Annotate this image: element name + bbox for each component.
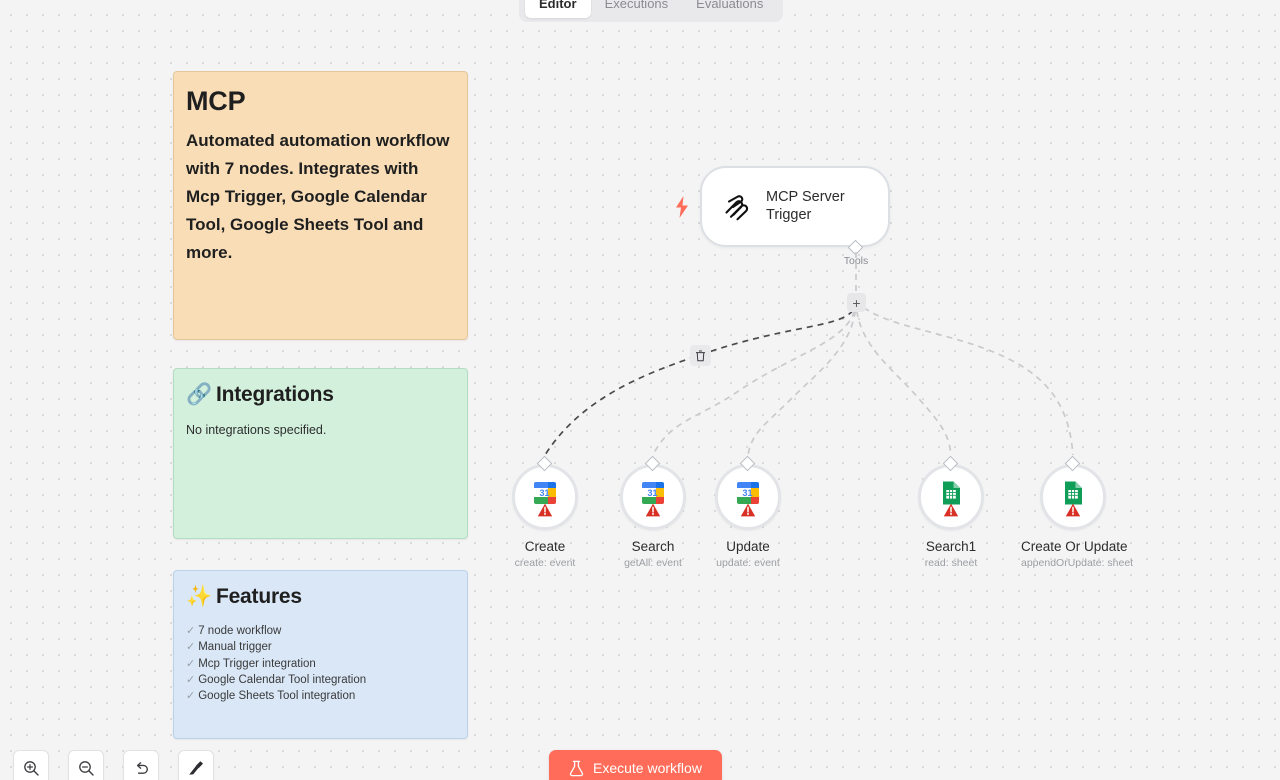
- tidy-up-icon: [187, 759, 205, 777]
- feature-item-label: 7 node workflow: [198, 625, 282, 638]
- check-icon: ✓: [186, 673, 196, 686]
- node-create-or-update-input-port[interactable]: [1064, 455, 1081, 472]
- node-create-circle[interactable]: 31: [512, 455, 578, 530]
- add-tool-button[interactable]: +: [847, 293, 866, 312]
- node-search-input-port[interactable]: [644, 455, 661, 472]
- execute-workflow-button[interactable]: Execute workflow: [549, 750, 722, 780]
- node-update-circle[interactable]: 31: [715, 455, 781, 530]
- tools-output-port-label: Tools: [843, 255, 869, 267]
- feature-item: ✓Google Sheets Tool integration: [186, 688, 455, 704]
- node-search1-input-port[interactable]: [942, 455, 959, 472]
- sticky-note-integrations[interactable]: 🔗 Integrations No integrations specified…: [173, 368, 468, 539]
- wire-search1: [855, 299, 952, 456]
- google-sheets-icon: [1060, 480, 1086, 506]
- feature-item: ✓Mcp Trigger integration: [186, 656, 455, 672]
- sticky-note-mcp[interactable]: MCP Automated automation workflow with 7…: [173, 71, 468, 340]
- svg-text:31: 31: [539, 488, 549, 498]
- node-warning-icon: [645, 502, 661, 518]
- node-search1-subtitle: read: sheet: [924, 557, 978, 569]
- node-search1-circle[interactable]: [918, 455, 984, 530]
- workflow-tabs[interactable]: Editor Executions Evaluations: [519, 0, 784, 22]
- tidy-up-button[interactable]: [178, 750, 214, 780]
- google-calendar-icon: 31: [735, 480, 761, 506]
- sticky-note-mcp-body: Automated automation workflow with 7 nod…: [186, 131, 450, 263]
- sticky-note-features-heading: ✨ Features: [186, 585, 455, 609]
- tab-editor[interactable]: Editor: [525, 0, 591, 18]
- tab-evaluations[interactable]: Evaluations: [696, 0, 764, 11]
- node-mcp-server-trigger-label: MCP Server Trigger: [766, 189, 845, 223]
- wire-create: [544, 299, 857, 456]
- node-search-name: Search: [631, 539, 675, 554]
- google-sheets-icon: [938, 480, 964, 506]
- reset-zoom-icon: [133, 760, 150, 777]
- reset-zoom-button[interactable]: [123, 750, 159, 780]
- google-calendar-icon: 31: [640, 480, 666, 506]
- node-search-subtitle: getAll: event: [624, 557, 682, 569]
- zoom-in-icon: [23, 760, 40, 777]
- canvas-controls[interactable]: [13, 750, 214, 780]
- sticky-note-integrations-body: No integrations specified.: [186, 423, 327, 438]
- feature-item-label: Manual trigger: [198, 641, 272, 654]
- zoom-in-button[interactable]: [13, 750, 49, 780]
- node-create-or-update-name: Create Or Update: [1021, 539, 1128, 554]
- node-search1[interactable]: Search1 read: sheet: [899, 455, 1003, 570]
- node-update-input-port[interactable]: [739, 455, 756, 472]
- flask-icon: [569, 760, 584, 777]
- delete-connection-icon[interactable]: [690, 345, 711, 366]
- node-create-or-update-subtitle: appendOrUpdate: sheet: [1021, 557, 1134, 569]
- sticky-note-features[interactable]: ✨ Features ✓7 node workflow✓Manual trigg…: [173, 570, 468, 739]
- node-create-or-update[interactable]: Create Or Update appendOrUpdate: sheet: [1021, 455, 1134, 570]
- wire-search: [652, 299, 857, 456]
- svg-text:31: 31: [647, 488, 657, 498]
- node-create-subtitle: create: event: [514, 557, 576, 569]
- node-create[interactable]: 31 Create create: event: [493, 455, 597, 570]
- node-update-name: Update: [726, 539, 770, 554]
- mcp-logo-icon: [720, 191, 752, 223]
- sticky-note-integrations-heading: 🔗 Integrations: [186, 383, 455, 407]
- check-icon: ✓: [186, 657, 196, 670]
- check-icon: ✓: [186, 641, 196, 654]
- node-warning-icon: [1065, 502, 1081, 518]
- node-create-name: Create: [524, 539, 566, 554]
- feature-item-label: Google Calendar Tool integration: [198, 673, 367, 686]
- link-icon: 🔗: [186, 383, 212, 406]
- node-search[interactable]: 31 Search getAll: event: [601, 455, 705, 570]
- features-list: ✓7 node workflow✓Manual trigger✓Mcp Trig…: [186, 623, 455, 704]
- execute-workflow-label: Execute workflow: [593, 760, 702, 776]
- feature-item: ✓Google Calendar Tool integration: [186, 672, 455, 688]
- node-update-subtitle: update: event: [716, 557, 780, 569]
- node-search-circle[interactable]: 31: [620, 455, 686, 530]
- wire-update: [747, 299, 857, 456]
- node-mcp-server-trigger[interactable]: MCP Server Trigger: [700, 166, 890, 247]
- check-icon: ✓: [186, 625, 196, 638]
- node-warning-icon: [943, 502, 959, 518]
- trigger-bolt-icon: [672, 195, 692, 219]
- sticky-note-integrations-title: Integrations: [215, 383, 334, 406]
- node-create-input-port[interactable]: [536, 455, 553, 472]
- feature-item-label: Mcp Trigger integration: [198, 657, 316, 670]
- tab-executions[interactable]: Executions: [604, 0, 669, 11]
- sticky-note-features-title: Features: [215, 585, 302, 608]
- node-warning-icon: [537, 502, 553, 518]
- wire-create-or-update: [855, 299, 1074, 456]
- node-create-or-update-circle[interactable]: [1040, 455, 1106, 530]
- node-update[interactable]: 31 Update update: event: [696, 455, 800, 570]
- feature-item: ✓Manual trigger: [186, 639, 455, 655]
- feature-item-label: Google Sheets Tool integration: [198, 689, 356, 702]
- svg-text:31: 31: [742, 488, 752, 498]
- zoom-out-icon: [78, 760, 95, 777]
- sparkles-icon: ✨: [186, 585, 212, 608]
- check-icon: ✓: [186, 689, 196, 702]
- feature-item: ✓7 node workflow: [186, 623, 455, 639]
- google-calendar-icon: 31: [532, 480, 558, 506]
- zoom-out-button[interactable]: [68, 750, 104, 780]
- sticky-note-mcp-title: MCP: [186, 86, 246, 116]
- node-search1-name: Search1: [925, 539, 977, 554]
- node-warning-icon: [740, 502, 756, 518]
